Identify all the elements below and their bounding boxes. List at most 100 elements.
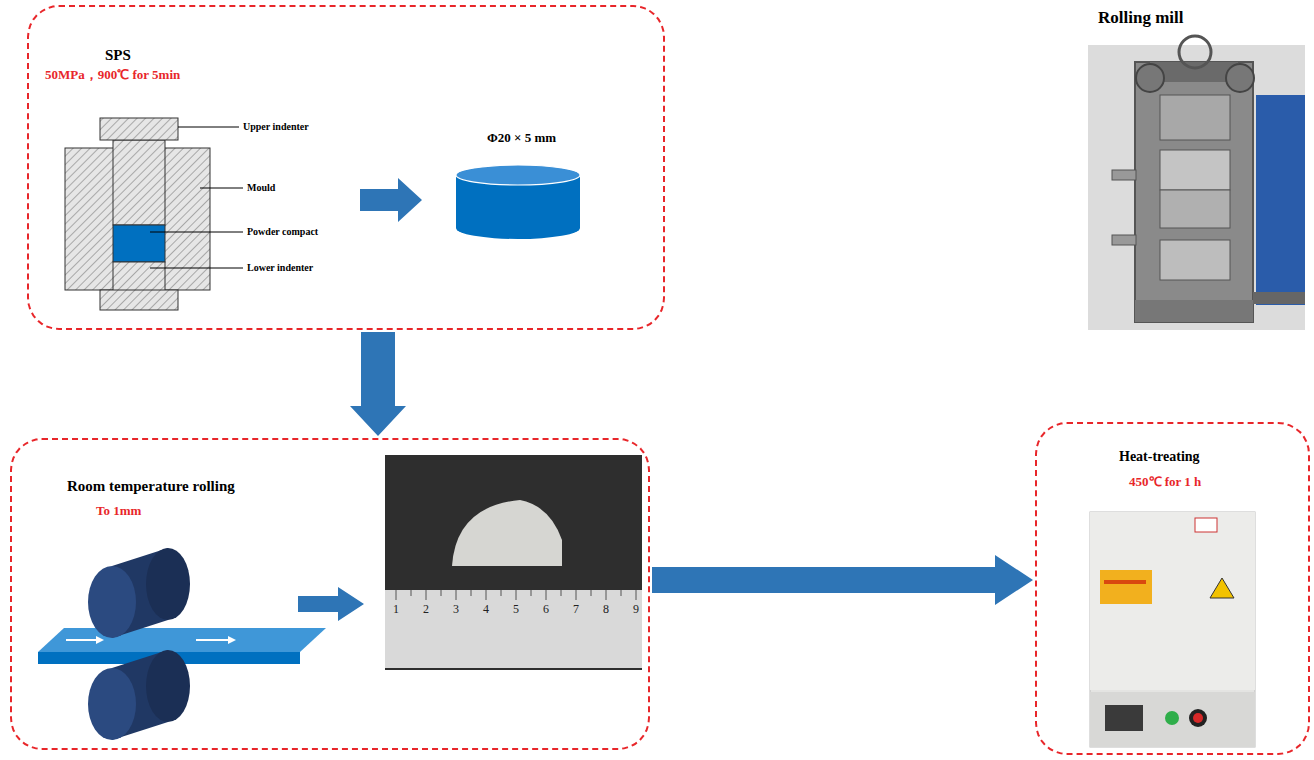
- flow-arrow: [652, 555, 1033, 605]
- rolling-illustration-part: [66, 639, 96, 641]
- dimension-label: Φ20 × 5 mm: [487, 131, 556, 146]
- part-label: Mould: [247, 182, 275, 194]
- ruler-number: 2: [423, 603, 429, 617]
- rolling-illustration-part: [88, 566, 136, 638]
- rolling-illustration-part: [96, 636, 104, 644]
- sps-die-part: [113, 262, 165, 292]
- sample-photo-part-part: [621, 590, 622, 596]
- rolling-illustration-part: [38, 628, 326, 652]
- sps-die-part: [100, 290, 178, 310]
- rolling-illustration-part: [146, 548, 190, 620]
- process-panel: Heat-treating 450℃ for 1 h: [1035, 422, 1310, 755]
- rolling-mill-photo-part: [1135, 300, 1253, 322]
- sps-die-part: [100, 118, 178, 140]
- rolling-mill-photo-part: [1253, 292, 1305, 304]
- rolling-mill-photo-part: [1160, 150, 1230, 190]
- rolling-illustration-part: [196, 639, 228, 641]
- furnace-photo-part: [1195, 518, 1217, 532]
- sample-photo-part-part: [546, 590, 547, 600]
- rolling-mill-photo-part: [1160, 240, 1230, 280]
- sps-die-part: [178, 127, 239, 128]
- process-condition: 50MPa，900℃ for 5min: [45, 68, 180, 83]
- process-condition: To 1mm: [96, 504, 141, 519]
- flow-arrow: [350, 332, 406, 436]
- sample-photo-part-part: [576, 590, 577, 600]
- rolling-mill-photo-part: [1135, 62, 1253, 322]
- sample-photo: [385, 455, 642, 670]
- furnace-photo-part: [1100, 570, 1152, 604]
- sample-photo-part-part: [396, 590, 397, 600]
- panel-title: Room temperature rolling: [67, 478, 235, 495]
- rolling-mill-photo-part: [1112, 170, 1136, 180]
- ruler-number: 4: [483, 603, 489, 617]
- sps-die-part: [150, 232, 243, 233]
- sample-photo-part-part: [426, 590, 427, 600]
- sample-cylinder-part: [456, 165, 580, 185]
- sample-photo-part: [385, 455, 642, 670]
- sample-photo-part-part: [486, 590, 487, 600]
- sample-photo-part-part: [501, 590, 502, 596]
- sample-photo-part-part: [516, 590, 517, 600]
- ruler-number: 3: [453, 603, 459, 617]
- rolling-mill-photo-part: [1179, 36, 1211, 68]
- sample-photo-part: [452, 500, 562, 566]
- furnace-photo-part: [1210, 578, 1234, 598]
- process-condition: 450℃ for 1 h: [1129, 475, 1201, 490]
- photo-caption: Rolling mill: [1098, 8, 1183, 28]
- sample-photo-part-part: [456, 590, 457, 600]
- ruler-number: 6: [543, 603, 549, 617]
- rolling-mill-photo-part: [1256, 95, 1305, 305]
- furnace-photo-part: [1090, 692, 1255, 747]
- process-panel: SPS 50MPa，900℃ for 5min: [27, 5, 665, 330]
- panel-title: SPS: [105, 47, 131, 64]
- sample-photo-part-part: [606, 590, 607, 600]
- rolling-illustration-part: [88, 668, 136, 740]
- ruler-number: 8: [603, 603, 609, 617]
- process-panel: Room temperature rolling To 1mm: [10, 438, 650, 750]
- sample-photo-part-part: [411, 590, 412, 596]
- ruler-number: 7: [573, 603, 579, 617]
- sps-die: [65, 118, 243, 310]
- part-label: Powder compact: [247, 226, 318, 238]
- furnace-photo-part: [1104, 580, 1146, 584]
- furnace-photo: [1090, 512, 1255, 747]
- rolling-mill-photo-part: [1160, 95, 1230, 140]
- ruler-number: 1: [393, 603, 399, 617]
- rolling-mill-photo-part: [1088, 45, 1305, 330]
- sample-photo-part: [396, 590, 636, 600]
- part-label: Lower indenter: [247, 262, 313, 274]
- sample-photo-part-part: [591, 590, 592, 596]
- part-label: Upper indenter: [243, 121, 309, 133]
- sample-photo-part: [385, 590, 642, 668]
- rolling-illustration: [38, 548, 326, 740]
- rolling-illustration-part: [228, 636, 236, 644]
- rolling-mill-photo-part: [1160, 190, 1230, 228]
- sps-die-part: [113, 140, 165, 225]
- ruler-number: 9: [633, 603, 639, 617]
- sample-photo-part-part: [531, 590, 532, 596]
- rolling-mill-photo-part: [1112, 235, 1136, 245]
- sample-cylinder: [456, 165, 580, 239]
- process-arrow: [298, 587, 364, 621]
- rolling-mill-photo: [1088, 36, 1305, 330]
- sample-photo-part-part: [561, 590, 562, 596]
- sample-photo-part-part: [471, 590, 472, 596]
- furnace-photo-part: [1193, 713, 1203, 723]
- rolling-illustration-part: [146, 650, 190, 722]
- furnace-photo-part: [1090, 512, 1255, 690]
- furnace-photo-part: [1189, 709, 1207, 727]
- rolling-mill-photo-part: [1226, 64, 1254, 92]
- furnace-photo-part: [1165, 711, 1179, 725]
- panel-title: Heat-treating: [1119, 449, 1200, 465]
- process-arrow: [360, 178, 422, 222]
- furnace-photo-part: [1090, 512, 1255, 747]
- sps-die-part: [200, 188, 243, 189]
- sample-photo-part-part: [441, 590, 442, 596]
- sps-die-part: [113, 225, 165, 262]
- rolling-mill-photo-part: [1136, 64, 1164, 92]
- sample-photo-part-part: [636, 590, 637, 600]
- sps-die-part: [150, 268, 243, 269]
